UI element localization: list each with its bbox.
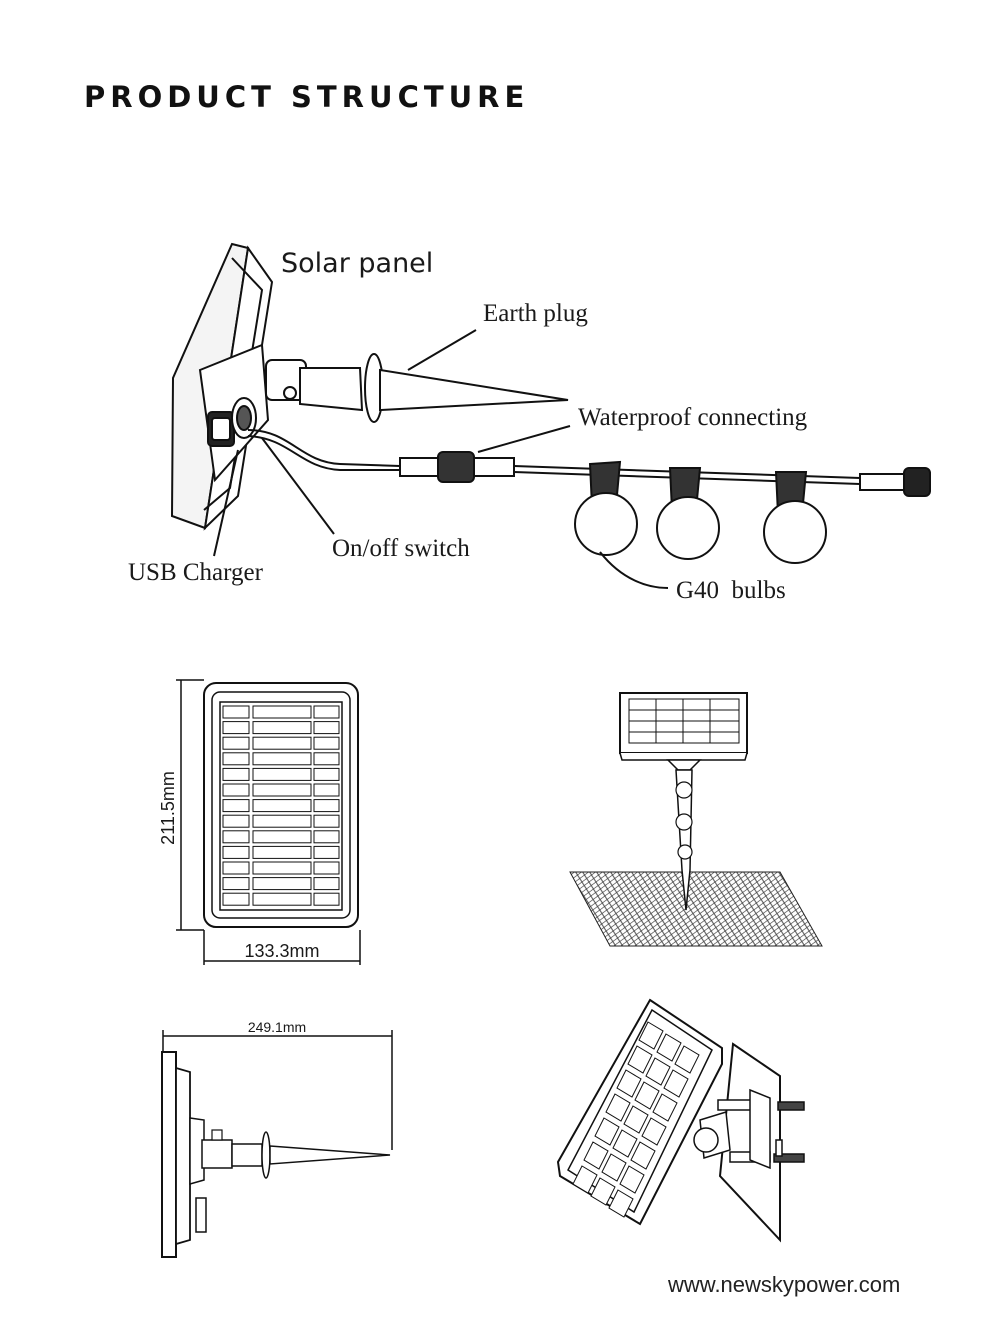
solar-cell	[572, 1165, 598, 1194]
solar-cell	[638, 1021, 664, 1050]
solar-cell	[630, 1141, 656, 1170]
bulb	[574, 460, 638, 556]
solar-cell	[313, 877, 340, 891]
bulb	[763, 471, 827, 564]
website-url: www.newskypower.com	[668, 1272, 901, 1297]
solar-cell	[616, 1069, 642, 1098]
solar-cell	[652, 1093, 678, 1122]
solar-cell	[656, 1033, 682, 1062]
solar-cell	[252, 767, 312, 781]
solar-cell	[313, 892, 340, 906]
solar-panel-part	[170, 242, 274, 531]
solar-cell	[313, 861, 340, 875]
solar-cell	[313, 783, 340, 797]
solar-cell	[252, 861, 312, 875]
solar-cell	[313, 830, 340, 844]
solar-panel-label: Solar panel	[281, 248, 433, 279]
front-view: 211.5mm 133.3mm	[158, 679, 361, 965]
solar-cell	[222, 736, 250, 750]
solar-cell	[641, 1117, 667, 1146]
side-view: 249.1mm	[161, 1019, 393, 1258]
length-dimension: 249.1mm	[248, 1019, 306, 1035]
solar-cell	[619, 1165, 645, 1194]
solar-cell	[252, 736, 312, 750]
solar-cell	[222, 845, 250, 859]
page-title: PRODUCT STRUCTURE	[84, 80, 530, 114]
solar-cell	[252, 892, 312, 906]
solar-cell	[222, 783, 250, 797]
solar-cell	[222, 877, 250, 891]
solar-cell	[252, 783, 312, 797]
solar-cell	[313, 736, 340, 750]
solar-cell	[601, 1153, 627, 1182]
solar-cell	[313, 799, 340, 813]
solar-cell	[313, 767, 340, 781]
solar-cell	[252, 814, 312, 828]
solar-cell	[313, 845, 340, 859]
solar-cell	[222, 814, 250, 828]
solar-cell	[252, 845, 312, 859]
solar-cell	[222, 799, 250, 813]
solar-cell	[222, 861, 250, 875]
solar-cell	[608, 1189, 634, 1218]
height-dimension: 211.5mm	[158, 771, 178, 845]
solar-cell	[645, 1057, 671, 1086]
wall-panel-cells	[572, 1021, 700, 1218]
bulb	[656, 467, 720, 560]
solar-cell	[252, 705, 312, 719]
solar-cell	[634, 1081, 660, 1110]
solar-cell	[674, 1045, 700, 1074]
usb-charger-label: USB Charger	[128, 559, 264, 586]
solar-cell	[623, 1105, 649, 1134]
solar-cell	[313, 721, 340, 735]
solar-cell	[313, 752, 340, 766]
solar-cell	[252, 877, 312, 891]
earth-plug-part	[265, 353, 569, 423]
solar-cell	[605, 1093, 631, 1122]
on-off-switch-label: On/off switch	[332, 535, 470, 562]
solar-cell	[222, 830, 250, 844]
ground-stake-view	[569, 692, 823, 947]
width-dimension: 133.3mm	[244, 941, 319, 961]
light-string-part	[247, 429, 931, 564]
exploded-view: Solar panel Earth plug Waterproof connec…	[128, 242, 931, 604]
solar-cell	[252, 752, 312, 766]
solar-cell	[252, 830, 312, 844]
solar-cell	[590, 1177, 616, 1206]
solar-cell	[313, 814, 340, 828]
solar-cell	[222, 752, 250, 766]
solar-cell	[222, 721, 250, 735]
leader-lines	[213, 329, 669, 589]
solar-cell-grid	[222, 705, 340, 906]
solar-cell	[313, 705, 340, 719]
solar-cell	[252, 799, 312, 813]
wall-mount-view	[556, 998, 805, 1243]
solar-cell	[594, 1117, 620, 1146]
solar-cell	[663, 1069, 689, 1098]
solar-cell	[252, 721, 312, 735]
solar-cell	[222, 767, 250, 781]
solar-cell	[583, 1141, 609, 1170]
solar-cell	[222, 892, 250, 906]
g40-bulbs-label: G40 bulbs	[676, 577, 786, 604]
waterproof-connecting-label: Waterproof connecting	[578, 404, 808, 431]
solar-cell	[627, 1045, 653, 1074]
solar-cell	[222, 705, 250, 719]
earth-plug-label: Earth plug	[483, 300, 588, 327]
solar-cell	[612, 1129, 638, 1158]
